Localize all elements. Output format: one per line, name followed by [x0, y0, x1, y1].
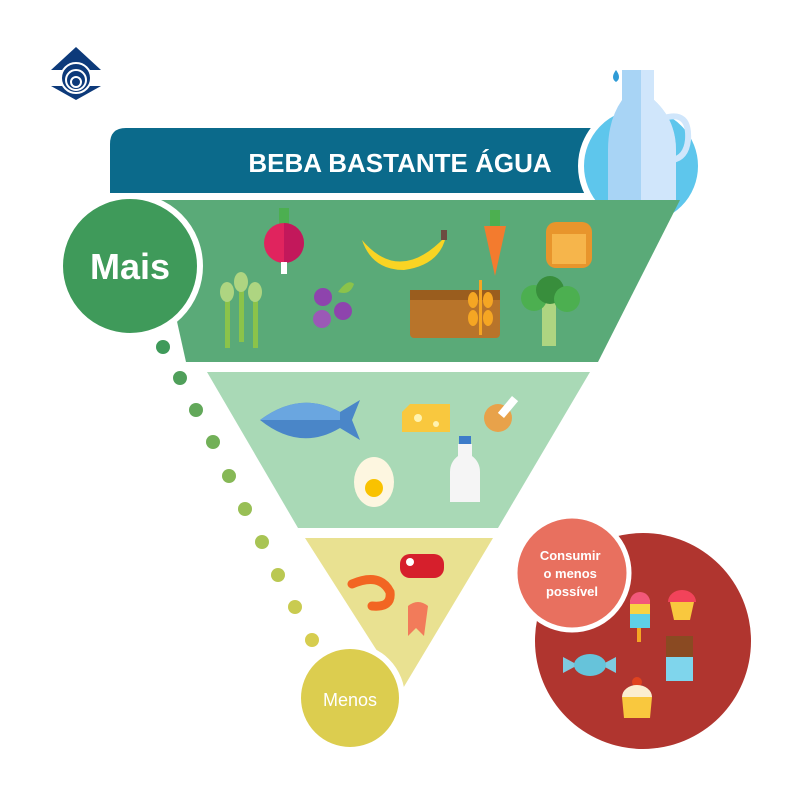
candy-icon: [563, 654, 616, 676]
more-to-less-dotted-line: [156, 340, 319, 647]
less-label: Menos: [323, 690, 377, 710]
fish-icon: [260, 400, 360, 440]
logo-icon: [51, 47, 101, 100]
tier-2-moderate: [207, 372, 590, 528]
cheese-icon: [402, 404, 450, 432]
limit-label-line-1: Consumir: [540, 548, 601, 563]
more-label: Mais: [90, 246, 170, 287]
tier-3-less: [305, 538, 493, 690]
water-banner: [110, 128, 610, 193]
radish-icon: [264, 208, 304, 274]
less-circle: Menos: [295, 643, 405, 753]
limit-label-line-2: o menos: [543, 566, 596, 581]
svg-text:Consumir o menos p: Consumir o menos possível: [540, 548, 604, 599]
limit-label-line-3: possível: [546, 584, 598, 599]
shrimp-icon: [347, 575, 395, 611]
blueberries-icon: [313, 282, 354, 328]
salmon-steak-icon: [408, 602, 428, 636]
banner-title: BEBA BASTANTE ÁGUA: [248, 148, 552, 178]
more-circle: Mais: [57, 193, 203, 339]
popsicle-icon: [630, 592, 650, 642]
banana-icon: [362, 230, 447, 270]
wheat-icon: [468, 280, 493, 335]
chocolate-bar-icon: [666, 636, 693, 681]
cupcake-icon: [668, 590, 696, 620]
broccoli-icon: [521, 276, 580, 346]
limit-circle: Consumir o menos possível: [512, 513, 632, 633]
water-jug-icon: [578, 70, 704, 229]
muffin-icon: [622, 677, 652, 718]
steak-icon: [400, 554, 444, 578]
egg-icon: [354, 457, 394, 507]
asparagus-icon: [220, 272, 262, 348]
toast-icon: [546, 222, 592, 268]
milk-bottle-icon: [450, 436, 480, 502]
chicken-leg-icon: [484, 396, 519, 432]
carrot-icon: [484, 210, 506, 276]
